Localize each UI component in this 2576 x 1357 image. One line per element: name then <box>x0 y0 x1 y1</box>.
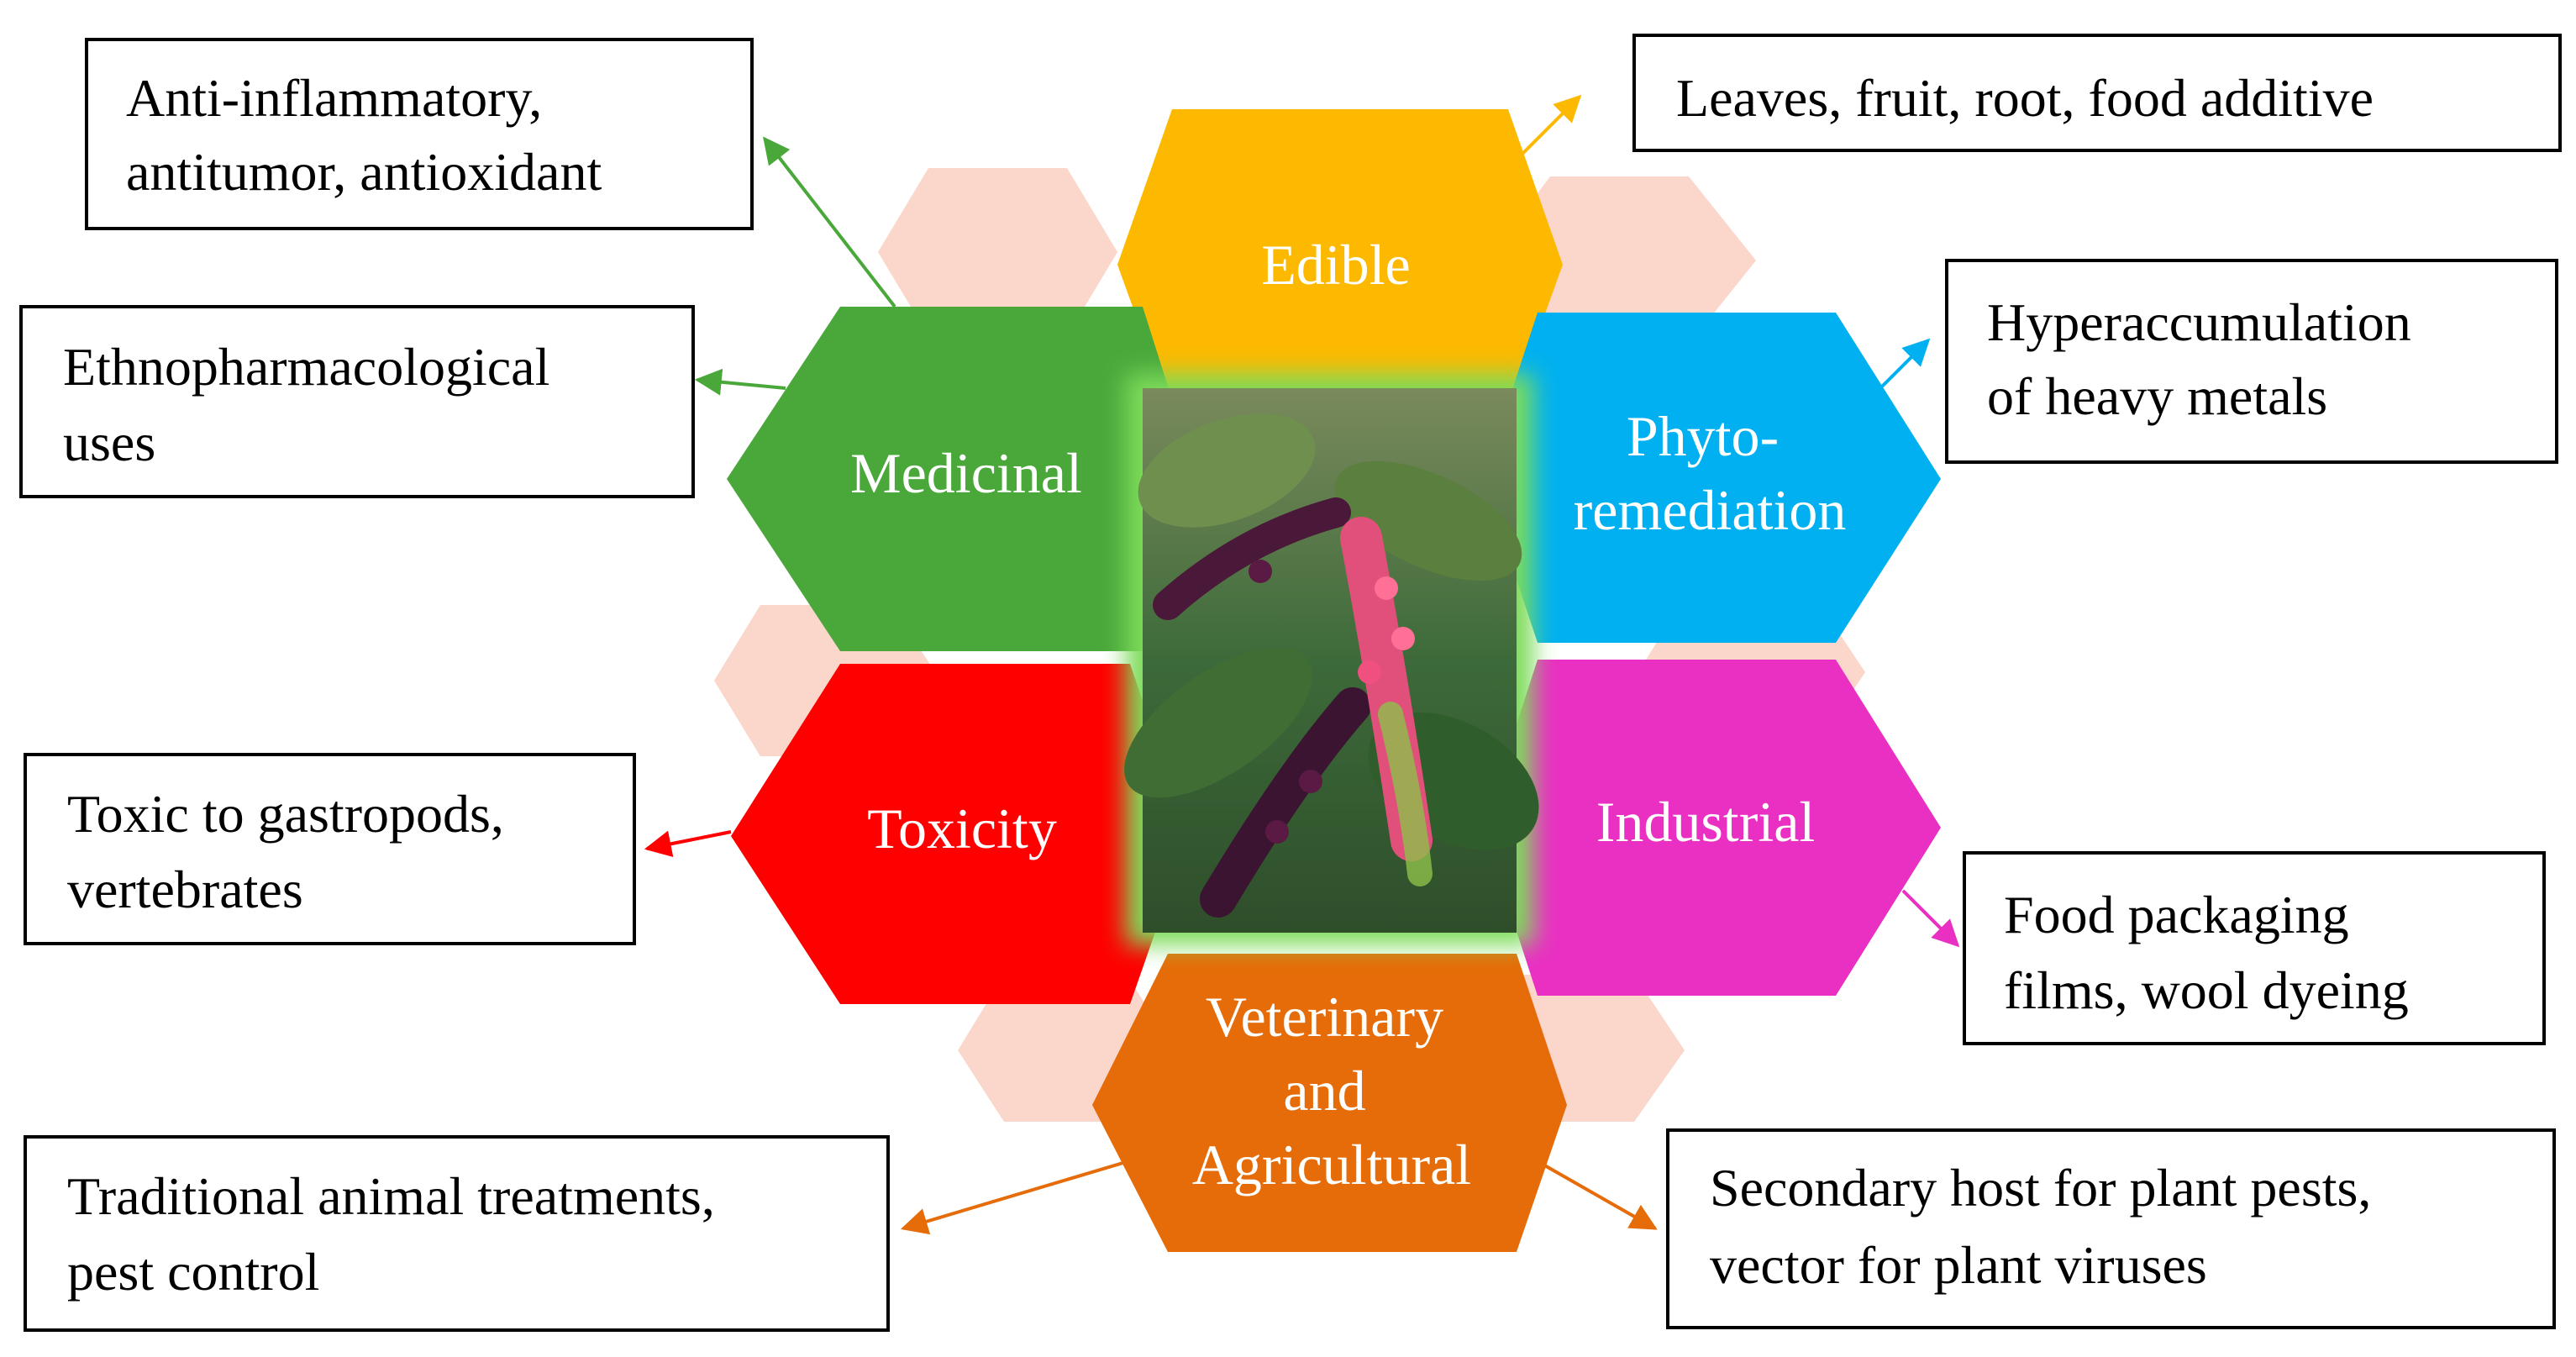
svg-text:Anti-inflammatory, ant: Anti-inflammatory, antitumor, antioxidan… <box>126 68 602 202</box>
arrow-phyto-to-hyperaccumulation <box>1880 338 1931 388</box>
svg-text:Secondary host for plant pests: Secondary host for plant pests, vector f… <box>1710 1158 2384 1295</box>
arrow-veterinary-to-secondary-host <box>1541 1162 1658 1230</box>
berry <box>1391 627 1415 650</box>
industrial-label: Industrial <box>1596 790 1816 854</box>
arrow-industrial-to-food-packaging <box>1901 889 1960 948</box>
berry <box>1358 660 1381 684</box>
hexagon-labels: Edible Medicinal Phyto- remediation Toxi… <box>850 233 1846 1197</box>
svg-text:Traditional animal treatments,: Traditional animal treatments, pest cont… <box>67 1166 728 1302</box>
background-hex <box>1487 176 1756 345</box>
text-boxes: Anti-inflammatory, antitumor, antioxidan… <box>19 34 2562 1332</box>
arrow-toxicity-to-toxic <box>644 830 732 858</box>
berry-cluster-green <box>1378 702 1433 886</box>
berry <box>1299 770 1322 793</box>
svg-text:Ethnopharmacological u: Ethnopharmacological uses <box>63 337 563 472</box>
medicinal-hexagon <box>727 307 1197 651</box>
phytoremediation-hexagon <box>1483 313 1941 643</box>
veterinary-hexagon <box>1092 954 1567 1252</box>
box-toxic: Toxic to gastropods, vertebrates <box>24 753 636 945</box>
box-secondary-host: Secondary host for plant pests, vector f… <box>1666 1128 2556 1329</box>
svg-text:Hyperaccumulation of h: Hyperaccumulation of heavy metals <box>1987 292 2425 426</box>
svg-text:Toxic to gastropods, v: Toxic to gastropods, vertebrates <box>67 784 518 919</box>
medicinal-label: Medicinal <box>850 441 1082 505</box>
box-food-packaging: Food packaging films, wool dyeing <box>1963 851 2546 1045</box>
phytoremediation-label: Phyto- remediation <box>1574 404 1847 542</box>
arrow-medicinal-to-ethnopharmacological <box>694 368 786 396</box>
svg-text:Leaves, fruit, root, food addi: Leaves, fruit, root, food additive <box>1676 68 2374 128</box>
box-traditional: Traditional animal treatments, pest cont… <box>24 1135 890 1332</box>
veterinary-label: Veterinary and Agricultural <box>1192 985 1471 1197</box>
leaf-shape <box>1124 647 1312 798</box>
arrow-medicinal-to-anti-inflammatory <box>763 136 896 308</box>
berry <box>1249 560 1272 583</box>
berry <box>1265 820 1289 844</box>
category-hexagons <box>727 109 1941 1252</box>
box-ethnopharmacological: Ethnopharmacological uses <box>19 305 695 498</box>
box-leaves: Leaves, fruit, root, food additive <box>1632 34 2562 152</box>
leaf-shape <box>1138 413 1316 528</box>
toxicity-hexagon <box>731 664 1189 1004</box>
svg-text:Food packaging films,: Food packaging films, wool dyeing <box>2004 885 2409 1020</box>
berry-cluster-dark <box>1153 497 1351 620</box>
edible-label: Edible <box>1261 233 1411 297</box>
center-photo <box>1124 374 1539 945</box>
box-anti-inflammatory: Anti-inflammatory, antitumor, antioxidan… <box>85 38 754 230</box>
edible-hexagon <box>1117 109 1563 416</box>
background-hex <box>878 168 1117 336</box>
industrial-hexagon <box>1483 660 1941 996</box>
arrows <box>644 94 1960 1235</box>
box-hyperaccumulation: Hyperaccumulation of heavy metals <box>1945 259 2558 464</box>
arrow-veterinary-to-traditional <box>900 1158 1135 1235</box>
berry <box>1375 576 1398 600</box>
toxicity-label: Toxicity <box>867 797 1057 860</box>
berry-cluster-dark <box>1200 687 1371 918</box>
leaf-shape <box>1334 460 1522 581</box>
